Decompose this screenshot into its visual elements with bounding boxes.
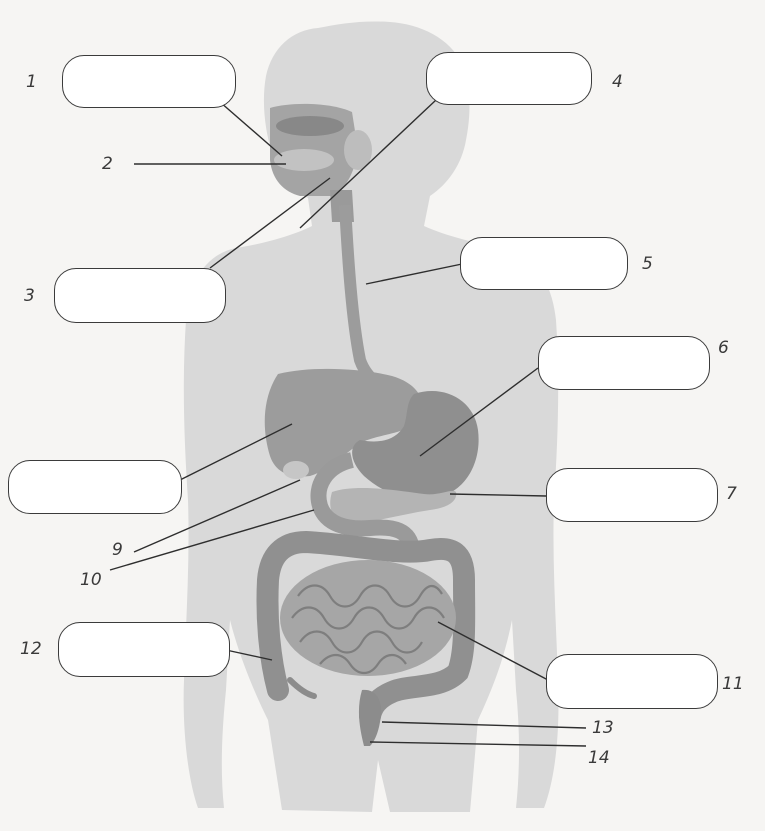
nasal-cavity [276,116,344,136]
answer-box-6[interactable] [538,336,710,390]
number-label-12: 12 [20,641,42,658]
gall-bladder [283,461,309,479]
number-label-14: 14 [588,750,610,767]
answer-box-7[interactable] [546,468,718,522]
answer-box-11[interactable] [546,654,718,709]
number-label-2: 2 [102,156,113,173]
answer-box-4[interactable] [426,52,592,105]
tongue [274,149,334,171]
number-label-13: 13 [592,720,614,737]
number-label-10: 10 [80,572,102,589]
answer-box-12[interactable] [58,622,230,677]
number-label-5: 5 [642,256,653,273]
number-label-9: 9 [112,542,123,559]
answer-box-8[interactable] [8,460,182,514]
answer-box-3[interactable] [54,268,226,323]
answer-box-1[interactable] [62,55,236,108]
number-label-1: 1 [26,74,37,91]
small-intestine [280,560,456,676]
number-label-4: 4 [612,74,623,91]
number-label-3: 3 [24,288,35,305]
answer-box-5[interactable] [460,237,628,290]
number-label-7: 7 [726,486,737,503]
number-label-6: 6 [718,340,729,357]
number-label-11: 11 [722,676,744,693]
